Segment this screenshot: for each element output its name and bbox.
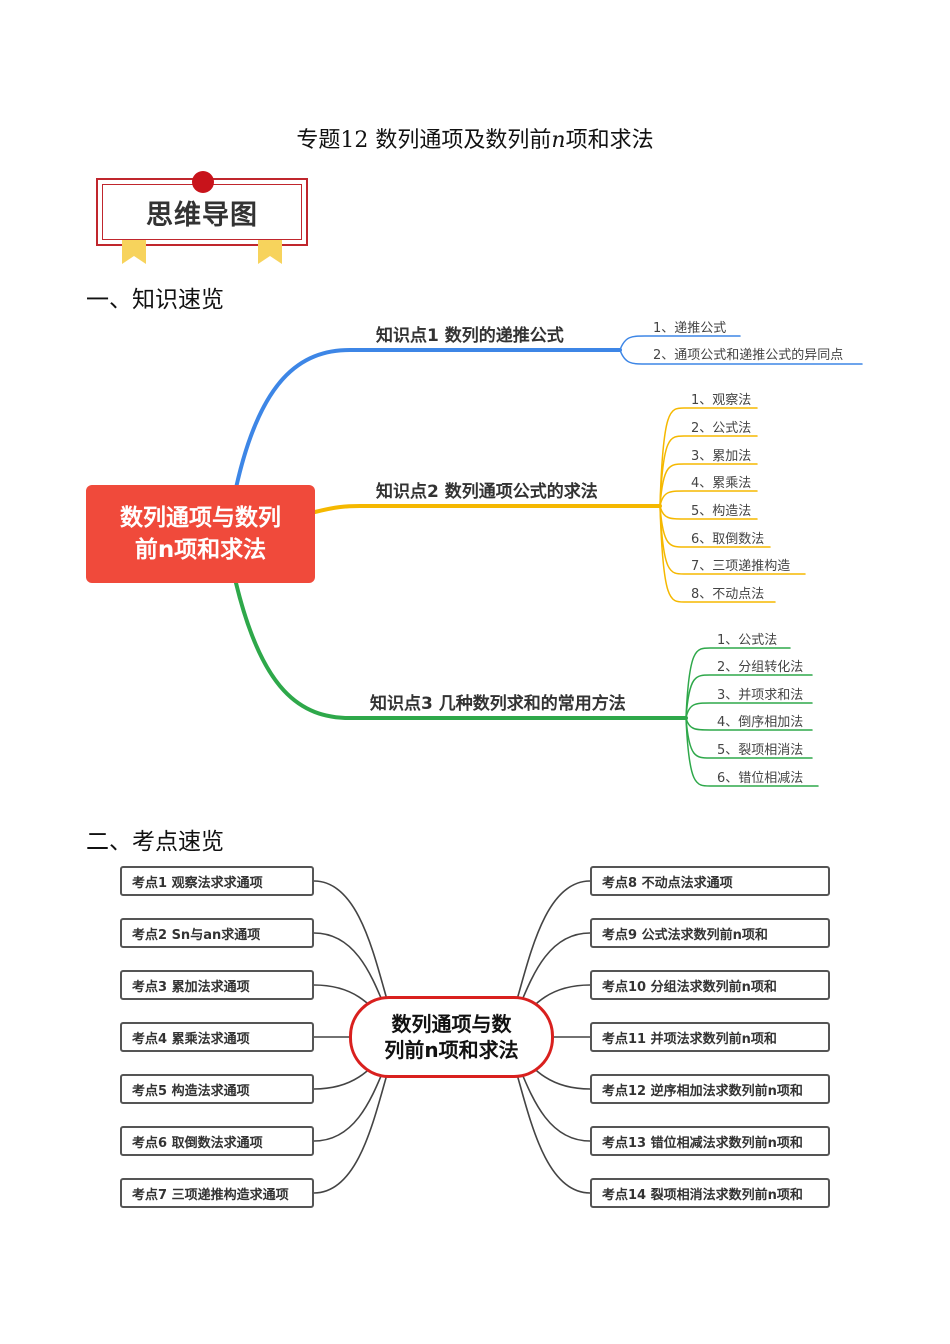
ribbon-right-icon: [258, 240, 282, 264]
leaf-2-2-line: [659, 435, 758, 507]
mindmap-badge: 思维导图: [96, 178, 308, 246]
exam-point-14: 考点14 裂项相消法求数列前n项和: [590, 1178, 830, 1208]
leaf-2-4-line: [659, 490, 758, 507]
leaf-2-5: 5、构造法: [691, 504, 752, 519]
section-exam-points-heading: 二、考点速览: [86, 829, 224, 855]
leaf-1-2: 2、通项公式和递推公式的异同点: [653, 348, 844, 363]
mindmap2-center-node: 数列通项与数 列前n项和求法: [349, 996, 554, 1078]
branch-1-line: [234, 348, 622, 490]
branch-label-1: 知识点1 数列的递推公式: [376, 326, 564, 346]
exam-point-7: 考点7 三项递推构造求通项: [120, 1178, 314, 1208]
branch-label-3: 知识点3 几种数列求和的常用方法: [370, 694, 626, 714]
leaf-3-5: 5、裂项相消法: [717, 743, 804, 758]
leaf-3-6-line: [685, 717, 819, 787]
exam-point-12: 考点12 逆序相加法求数列前n项和: [590, 1074, 830, 1104]
section-knowledge-heading: 一、知识速览: [86, 287, 224, 313]
exam-point-10: 考点10 分组法求数列前n项和: [590, 970, 830, 1000]
leaf-3-6: 6、错位相减法: [717, 771, 804, 786]
leaf-2-3-line: [659, 463, 758, 507]
leaf-2-4: 4、累乘法: [691, 476, 752, 491]
leaf-3-3: 3、并项求和法: [717, 688, 804, 703]
branch-2-line: [313, 504, 662, 514]
leaf-3-2: 2、分组转化法: [717, 660, 804, 675]
exam-point-6: 考点6 取倒数法求通项: [120, 1126, 314, 1156]
exam-point-3: 考点3 累加法求通项: [120, 970, 314, 1000]
exam-point-13: 考点13 错位相减法求数列前n项和: [590, 1126, 830, 1156]
leaf-2-2: 2、公式法: [691, 421, 752, 436]
mindmap1-center-node: 数列通项与数列 前n项和求法: [86, 485, 315, 583]
leaf-2-1: 1、观察法: [691, 393, 752, 408]
leaf-3-4: 4、倒序相加法: [717, 715, 804, 730]
center-line1: 数列通项与数列: [120, 505, 281, 531]
document-title: 专题12 数列通项及数列前n项和求法: [0, 122, 950, 154]
leaf-2-5-line: [659, 505, 758, 520]
leaf-3-4-line: [685, 717, 813, 731]
title-italic-n: n: [551, 128, 566, 153]
branch-3-line: [234, 581, 688, 720]
title-suffix: 项和求法: [565, 128, 654, 153]
exam-point-4: 考点4 累乘法求通项: [120, 1022, 314, 1052]
exam-point-1: 考点1 观察法求求通项: [120, 866, 314, 896]
leaf-1-1: 1、递推公式: [653, 321, 727, 336]
leaf-3-1: 1、公式法: [717, 633, 778, 648]
exam-point-8: 考点8 不动点法求通项: [590, 866, 830, 896]
leaf-3-3-line: [685, 702, 813, 719]
leaf-2-7: 7、三项递推构造: [691, 559, 791, 574]
leaf-1-1-line: [619, 335, 741, 351]
center-line2: 前n项和求法: [134, 537, 267, 563]
title-prefix: 专题12 数列通项及数列前: [296, 128, 552, 153]
center2-line1: 数列通项与数: [391, 1012, 512, 1036]
leaf-3-1-line: [685, 647, 791, 719]
center2-line2: 列前n项和求法: [384, 1038, 519, 1062]
leaf-2-1-line: [659, 407, 758, 507]
leaf-1-2-line: [619, 349, 863, 365]
leaf-2-3: 3、累加法: [691, 449, 752, 464]
badge-label: 思维导图: [102, 184, 302, 240]
leaf-2-6: 6、取倒数法: [691, 532, 765, 547]
leaf-3-2-line: [685, 674, 813, 719]
leaf-2-8-line: [659, 505, 776, 603]
ribbon-left-icon: [122, 240, 146, 264]
exam-point-5: 考点5 构造法求通项: [120, 1074, 314, 1104]
exam-point-11: 考点11 并项法求数列前n项和: [590, 1022, 830, 1052]
exam-point-2: 考点2 Sn与an求通项: [120, 918, 314, 948]
branch-label-2: 知识点2 数列通项公式的求法: [376, 482, 598, 502]
leaf-2-8: 8、不动点法: [691, 587, 765, 602]
badge-pin-icon: [192, 171, 214, 193]
exam-point-9: 考点9 公式法求数列前n项和: [590, 918, 830, 948]
